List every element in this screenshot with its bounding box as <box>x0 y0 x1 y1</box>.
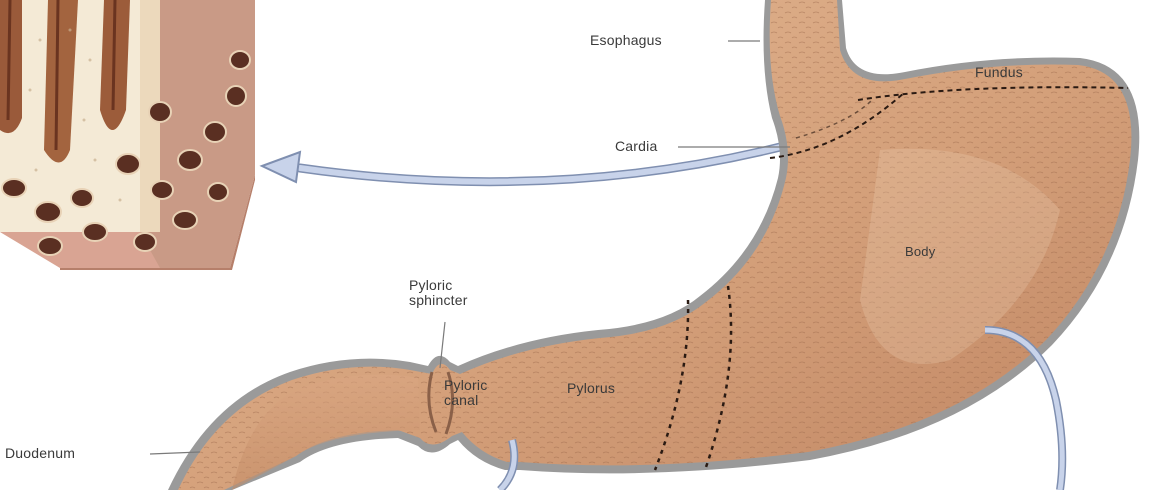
label-body: Body <box>905 245 935 259</box>
label-pyloric-sphincter: Pyloric sphincter <box>409 278 468 307</box>
label-fundus: Fundus <box>975 65 1023 80</box>
label-cardia: Cardia <box>615 139 657 154</box>
label-pylorus: Pylorus <box>567 381 615 396</box>
microscopic-inset <box>0 0 255 270</box>
label-pyloric-canal: Pyloric canal <box>444 378 487 407</box>
label-esophagus: Esophagus <box>590 33 662 48</box>
label-duodenum: Duodenum <box>5 446 75 461</box>
arrow-head <box>262 152 300 182</box>
arrow-to-inset <box>262 142 800 182</box>
